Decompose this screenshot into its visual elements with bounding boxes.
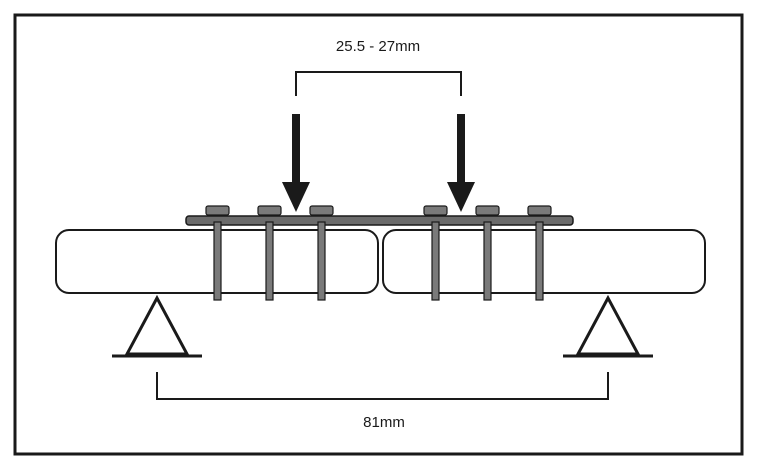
screw <box>475 205 500 301</box>
load-span-label: 25.5 - 27mm <box>336 38 420 55</box>
screw <box>257 205 282 301</box>
fixation-plate <box>185 215 574 226</box>
support-span-bracket <box>156 372 609 400</box>
support-left <box>112 294 202 358</box>
screw <box>423 205 448 301</box>
screw <box>527 205 552 301</box>
load-arrow-right <box>447 114 475 212</box>
screw <box>205 205 230 301</box>
load-span-bracket <box>295 71 462 96</box>
load-arrow-left <box>282 114 310 212</box>
bone-segment-right <box>382 229 706 294</box>
support-span-label: 81mm <box>363 414 405 431</box>
screw <box>309 205 334 301</box>
support-right <box>563 294 653 358</box>
